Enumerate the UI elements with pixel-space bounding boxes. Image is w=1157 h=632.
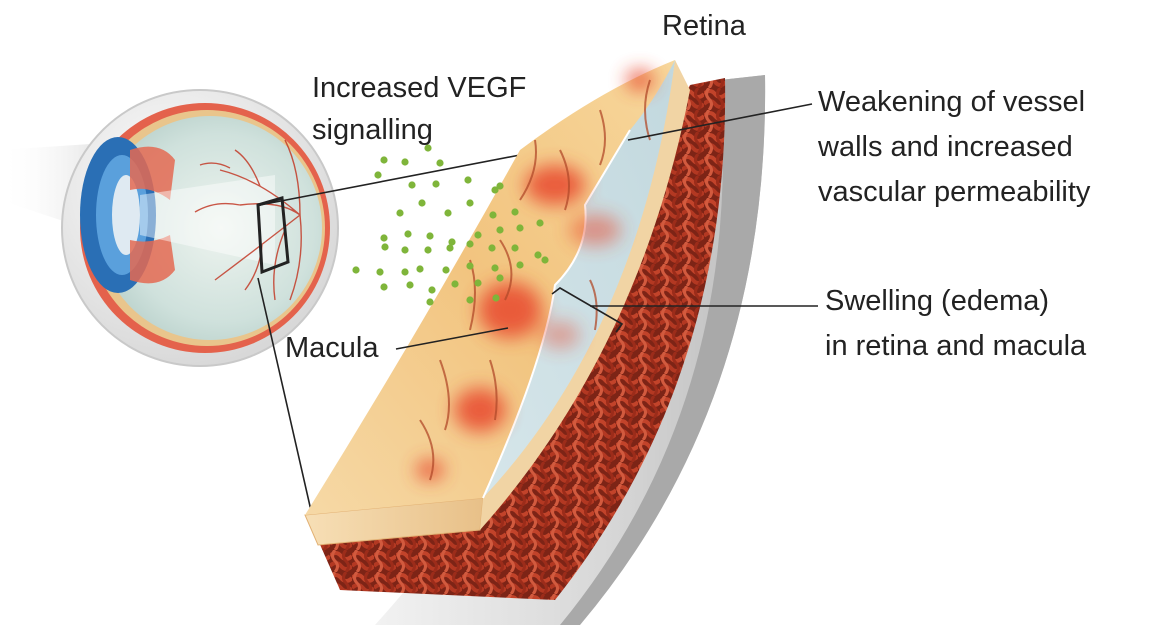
vegf-particle bbox=[491, 264, 498, 271]
vegf-particle bbox=[416, 265, 423, 272]
vegf-particle bbox=[466, 262, 473, 269]
vegf-particle bbox=[534, 251, 541, 258]
vegf-particle bbox=[432, 180, 439, 187]
vegf-particle bbox=[380, 156, 387, 163]
vegf-particle bbox=[516, 261, 523, 268]
label-weakening-line3: vascular permeability bbox=[818, 174, 1090, 210]
label-weakening-line1: Weakening of vessel bbox=[818, 84, 1085, 120]
vegf-particle bbox=[492, 294, 499, 301]
vegf-particle bbox=[536, 219, 543, 226]
vegf-particle bbox=[451, 280, 458, 287]
vegf-particle bbox=[496, 274, 503, 281]
vegf-particle bbox=[442, 266, 449, 273]
vegf-particle bbox=[466, 199, 473, 206]
vegf-particle bbox=[352, 266, 359, 273]
vegf-particle bbox=[466, 240, 473, 247]
label-vegf-line1: Increased VEGF bbox=[312, 70, 526, 106]
vegf-particle bbox=[376, 268, 383, 275]
label-swelling-line2: in retina and macula bbox=[825, 328, 1086, 364]
vegf-particle bbox=[488, 244, 495, 251]
vegf-particle bbox=[489, 211, 496, 218]
vegf-particle bbox=[474, 279, 481, 286]
vegf-particle bbox=[426, 232, 433, 239]
label-weakening-line2: walls and increased bbox=[818, 129, 1073, 165]
label-retina: Retina bbox=[662, 8, 746, 44]
vegf-particle bbox=[418, 199, 425, 206]
eyeball-icon bbox=[62, 90, 338, 366]
vegf-particle bbox=[426, 298, 433, 305]
vegf-particle bbox=[516, 224, 523, 231]
vegf-particle bbox=[466, 296, 473, 303]
vegf-particle bbox=[401, 158, 408, 165]
vegf-particle bbox=[381, 243, 388, 250]
vegf-particle bbox=[511, 244, 518, 251]
vegf-particle bbox=[474, 231, 481, 238]
vegf-particle bbox=[444, 209, 451, 216]
vegf-particle bbox=[446, 244, 453, 251]
vegf-particle bbox=[380, 283, 387, 290]
vegf-particle bbox=[380, 234, 387, 241]
vegf-particle bbox=[396, 209, 403, 216]
vegf-particle bbox=[464, 176, 471, 183]
vegf-particle bbox=[404, 230, 411, 237]
vegf-particle bbox=[496, 182, 503, 189]
vegf-particle bbox=[541, 256, 548, 263]
label-macula: Macula bbox=[285, 330, 379, 366]
vegf-particle bbox=[374, 171, 381, 178]
vegf-particle bbox=[401, 246, 408, 253]
vegf-particle bbox=[424, 246, 431, 253]
label-swelling-line1: Swelling (edema) bbox=[825, 283, 1049, 319]
label-vegf-line2: signalling bbox=[312, 112, 433, 148]
vegf-particle bbox=[436, 159, 443, 166]
vegf-particle bbox=[408, 181, 415, 188]
vegf-particle bbox=[406, 281, 413, 288]
vegf-particle bbox=[496, 226, 503, 233]
vegf-particle bbox=[511, 208, 518, 215]
vegf-particle bbox=[428, 286, 435, 293]
vegf-particle bbox=[401, 268, 408, 275]
